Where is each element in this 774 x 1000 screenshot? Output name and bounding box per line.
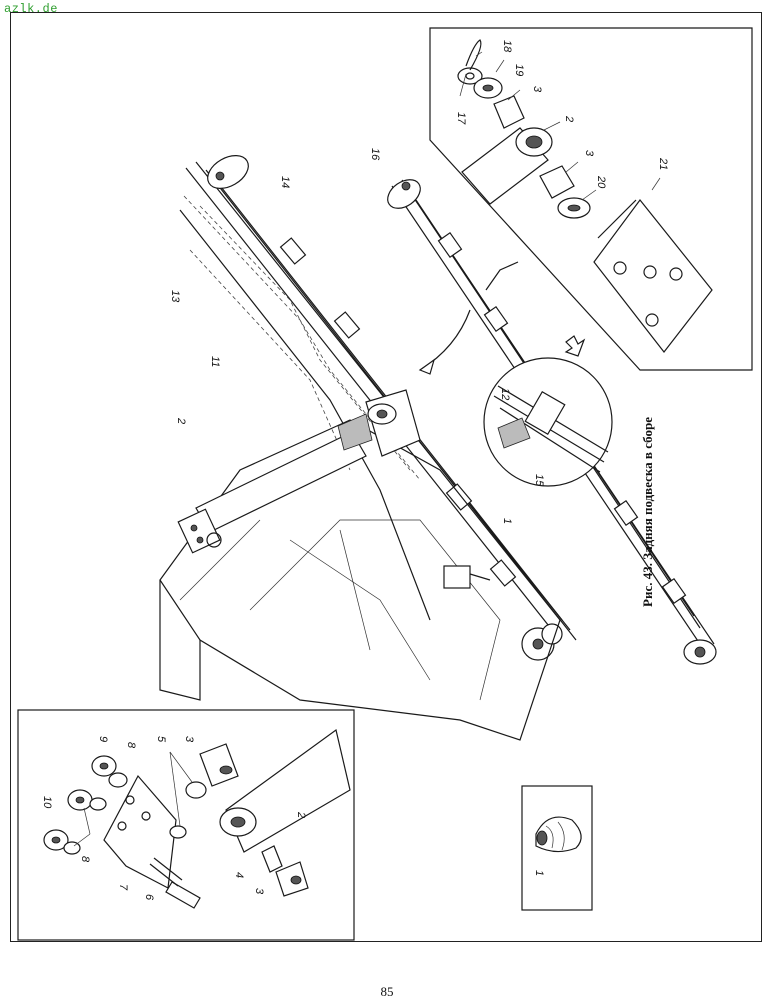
bushing-3b-shape [539, 165, 575, 199]
callout-13: 13 [169, 290, 181, 303]
callout-8b: 8 [79, 856, 91, 863]
callout-19: 19 [513, 64, 525, 76]
bump-stop-shape [535, 816, 582, 853]
callouts-inset-small: 1 [533, 870, 545, 876]
callout-3d: 3 [253, 888, 265, 895]
callout-3a: 3 [531, 86, 543, 93]
main-assembly [159, 155, 717, 741]
upper-mount-assembly [337, 389, 421, 457]
leaf-clamps-near [437, 231, 687, 605]
callout-1: 1 [501, 518, 513, 524]
figure-caption-label: Рис. 43. [640, 563, 655, 607]
inset-bottom-left [17, 709, 355, 941]
callout-18: 18 [501, 40, 513, 53]
figure-caption-text: Задняя подвеска в сборе [640, 417, 655, 560]
spring-eye-16 [387, 179, 421, 209]
callout-6: 6 [143, 894, 155, 901]
callout-5: 5 [155, 736, 167, 743]
page-number: 85 [380, 984, 394, 999]
callout-15: 15 [533, 474, 545, 487]
inset-small [521, 785, 593, 911]
callout-7: 7 [117, 884, 129, 891]
washer-18-shape [457, 67, 483, 85]
callout-21: 21 [657, 157, 669, 170]
callout-11: 11 [209, 356, 221, 367]
callout-20: 20 [595, 175, 607, 189]
callouts-main: 14 16 13 11 2 12 15 1 [169, 148, 545, 524]
bracket-7-shape [103, 774, 177, 889]
callout-10: 10 [41, 796, 53, 809]
callout-2: 2 [175, 417, 187, 424]
callouts-inset-top: 17 18 19 3 2 3 20 21 [455, 40, 669, 189]
figure-caption: Рис. 43. Задняя подвеска в сборе [640, 417, 656, 607]
callout-2a: 2 [563, 115, 575, 122]
bracket-21-shape [593, 199, 713, 353]
callout-2b: 2 [295, 811, 307, 818]
arrow-to-detail [564, 335, 586, 357]
callout-8a: 8 [125, 742, 137, 749]
leaf-clamps-far [279, 237, 517, 587]
callout-12: 12 [499, 388, 511, 400]
inset-top-right [429, 27, 753, 371]
callout-16: 16 [369, 148, 381, 161]
spring-eye-front [207, 155, 249, 189]
bracket-1-shape [443, 565, 471, 589]
shock-absorber-main [177, 431, 367, 554]
cotter-pin-shape [465, 39, 482, 71]
bushing-3-shape [493, 95, 525, 129]
callout-3c: 3 [183, 736, 195, 743]
callout-1b: 1 [533, 870, 545, 876]
callout-4: 4 [233, 872, 245, 878]
callout-17: 17 [455, 112, 467, 125]
callout-9: 9 [97, 736, 109, 742]
callout-3b: 3 [583, 150, 595, 157]
figure-frame [10, 12, 762, 942]
axle-housing [159, 419, 561, 741]
callouts-inset-bottom: 9 8 5 3 10 8 7 6 4 3 2 [41, 736, 307, 901]
callout-14: 14 [279, 176, 291, 188]
